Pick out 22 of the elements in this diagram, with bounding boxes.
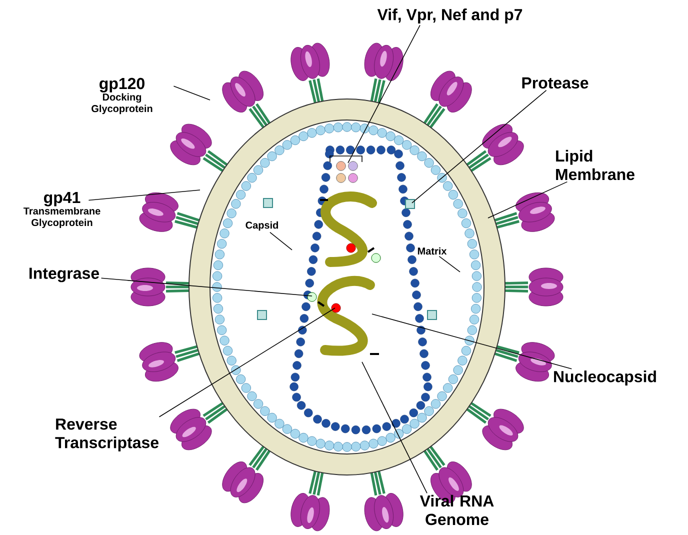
leader-line	[88, 190, 200, 201]
leader-line	[270, 232, 292, 250]
leader-line	[362, 362, 428, 494]
leader-line	[438, 256, 460, 272]
leader-line	[488, 181, 568, 218]
leader-line	[348, 24, 420, 164]
part-label: Viral RNA Genome	[420, 494, 494, 526]
part-label: Matrix	[418, 247, 447, 255]
part-label: Reverse Transcriptase	[55, 418, 158, 452]
part-label: Capsid	[246, 221, 278, 231]
leader-line	[173, 86, 210, 100]
part-label: Nucleocapsid	[554, 370, 656, 386]
part-label: gp41 Transmembrane Glycoprotein	[24, 192, 100, 228]
leader-line	[372, 314, 572, 370]
leader-line	[100, 278, 312, 296]
leader-line	[158, 308, 336, 418]
leader-line	[412, 90, 547, 204]
part-label: Integrase	[30, 268, 100, 282]
part-label: Vif, Vpr, Nef and p7	[377, 8, 522, 24]
part-label: Protease	[522, 77, 588, 89]
part-label: Lipid Membrane	[556, 150, 634, 180]
part-label: gp120 Docking Glycoprotein	[92, 78, 152, 114]
